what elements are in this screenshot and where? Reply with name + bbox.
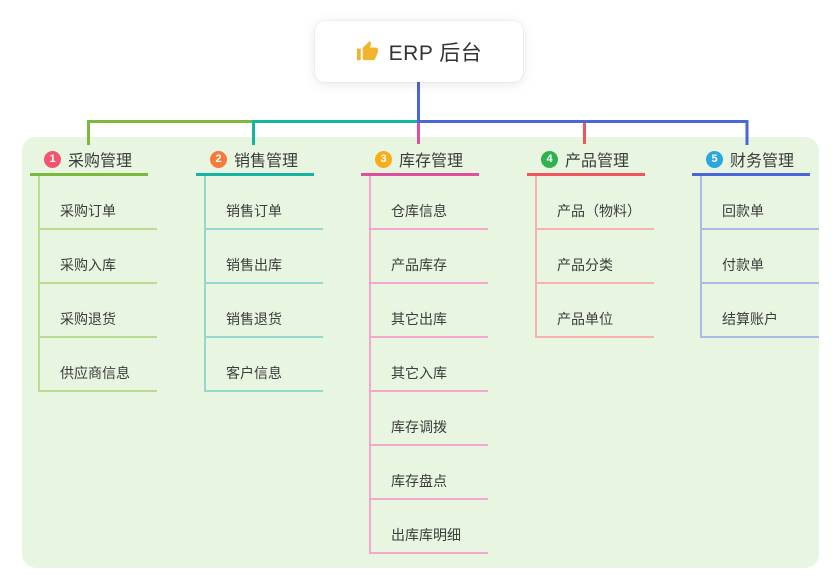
child-node[interactable]: 库存盘点	[371, 446, 488, 500]
child-label: 仓库信息	[391, 203, 447, 219]
child-node[interactable]: 采购入库	[40, 230, 157, 284]
child-label: 销售出库	[226, 257, 282, 273]
branch-children: 产品（物料） 产品分类 产品单位	[535, 176, 654, 338]
branch-children: 回款单 付款单 结算账户	[700, 176, 819, 338]
child-node[interactable]: 库存调拨	[371, 392, 488, 446]
branch-title: 财务管理	[730, 153, 795, 170]
branch-title: 库存管理	[399, 153, 464, 170]
child-label: 销售订单	[226, 203, 282, 219]
branch-column-product: 4 产品管理 产品（物料） 产品分类 产品单位	[527, 137, 654, 338]
branch-title: 产品管理	[565, 153, 630, 170]
branch-column-finance: 5 财务管理 回款单 付款单 结算账户	[692, 137, 819, 338]
branch-column-purchase: 1 采购管理 采购订单 采购入库 采购退货 供应商信息	[30, 137, 157, 392]
root-node[interactable]: ERP 后台	[315, 21, 523, 82]
branch-column-inventory: 3 库存管理 仓库信息 产品库存 其它出库 其它入库 库存调拨 库存盘点 出库库…	[361, 137, 488, 554]
branch-children: 销售订单 销售出库 销售退货 客户信息	[204, 176, 323, 392]
child-node[interactable]: 回款单	[702, 176, 819, 230]
child-label: 库存盘点	[391, 473, 447, 489]
branch-header-inventory[interactable]: 3 库存管理	[361, 137, 479, 176]
child-node[interactable]: 供应商信息	[40, 338, 157, 392]
child-label: 其它出库	[391, 311, 447, 327]
branch-children: 仓库信息 产品库存 其它出库 其它入库 库存调拨 库存盘点 出库库明细	[369, 176, 488, 554]
child-label: 采购退货	[60, 311, 116, 327]
child-node[interactable]: 出库库明细	[371, 500, 488, 554]
child-label: 产品库存	[391, 257, 447, 273]
child-node[interactable]: 采购退货	[40, 284, 157, 338]
child-node[interactable]: 仓库信息	[371, 176, 488, 230]
branch-column-sales: 2 销售管理 销售订单 销售出库 销售退货 客户信息	[196, 137, 323, 392]
child-node[interactable]: 产品分类	[537, 230, 654, 284]
bus-line-branch-5	[417, 120, 749, 145]
branch-number-badge: 5	[706, 150, 723, 168]
branch-header-finance[interactable]: 5 财务管理	[692, 137, 810, 176]
child-node[interactable]: 客户信息	[206, 338, 323, 392]
root-title: ERP 后台	[388, 41, 483, 65]
branch-number-badge: 4	[541, 150, 558, 168]
child-label: 出库库明细	[391, 527, 461, 543]
branch-number-badge: 1	[44, 150, 61, 168]
branch-number-badge: 2	[210, 150, 227, 168]
child-label: 产品（物料）	[557, 203, 641, 219]
child-label: 采购订单	[60, 203, 116, 219]
child-label: 采购入库	[60, 257, 116, 273]
child-node[interactable]: 销售退货	[206, 284, 323, 338]
child-label: 回款单	[722, 203, 764, 219]
child-label: 其它入库	[391, 365, 447, 381]
bus-line-branch-2	[252, 120, 418, 145]
child-node[interactable]: 其它入库	[371, 338, 488, 392]
child-label: 销售退货	[226, 311, 282, 327]
branch-number-badge: 3	[375, 150, 392, 168]
branch-header-purchase[interactable]: 1 采购管理	[30, 137, 148, 176]
child-label: 供应商信息	[60, 365, 130, 381]
content-panel: 1 采购管理 采购订单 采购入库 采购退货 供应商信息 2 销售管理 销售订单 …	[22, 137, 819, 568]
child-label: 库存调拨	[391, 419, 447, 435]
child-label: 结算账户	[722, 311, 778, 327]
thumbs-up-icon	[356, 40, 378, 61]
branch-header-product[interactable]: 4 产品管理	[527, 137, 645, 176]
child-label: 付款单	[722, 257, 764, 273]
child-node[interactable]: 采购订单	[40, 176, 157, 230]
child-node[interactable]: 销售订单	[206, 176, 323, 230]
child-node[interactable]: 产品单位	[537, 284, 654, 338]
branch-children: 采购订单 采购入库 采购退货 供应商信息	[38, 176, 157, 392]
child-node[interactable]: 产品（物料）	[537, 176, 654, 230]
bus-line-branch-1	[87, 120, 254, 145]
child-node[interactable]: 产品库存	[371, 230, 488, 284]
branch-header-sales[interactable]: 2 销售管理	[196, 137, 314, 176]
child-label: 产品单位	[557, 311, 613, 327]
child-label: 产品分类	[557, 257, 613, 273]
thumbs-up-glyph	[356, 40, 378, 61]
child-node[interactable]: 结算账户	[702, 284, 819, 338]
branch-title: 销售管理	[234, 153, 299, 170]
child-node[interactable]: 付款单	[702, 230, 819, 284]
branch-title: 采购管理	[68, 153, 133, 170]
child-node[interactable]: 销售出库	[206, 230, 323, 284]
child-node[interactable]: 其它出库	[371, 284, 488, 338]
child-label: 客户信息	[226, 365, 282, 381]
